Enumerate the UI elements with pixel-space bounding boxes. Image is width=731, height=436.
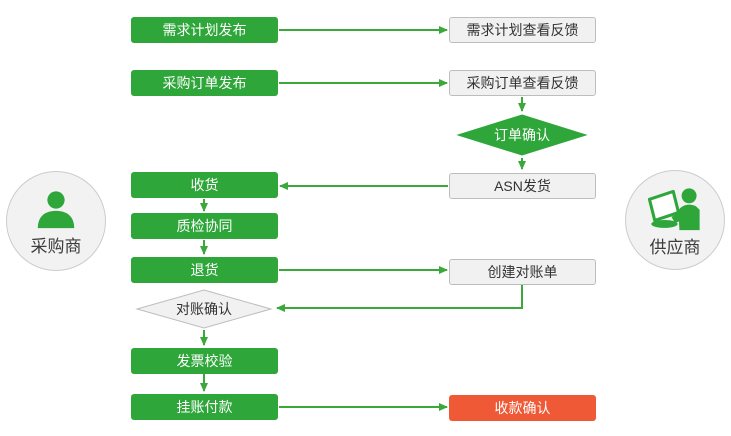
node-label: 发票校验 <box>176 353 233 369</box>
person-icon <box>33 190 79 230</box>
node-quality-inspection: 质检协同 <box>131 213 278 239</box>
node-asn-ship: ASN发货 <box>449 173 596 199</box>
node-label: 收货 <box>190 177 219 193</box>
actor-supplier-label: 供应商 <box>649 237 701 257</box>
node-label: 采购订单发布 <box>162 75 247 91</box>
node-return-goods: 退货 <box>131 257 278 283</box>
node-demand-plan-publish: 需求计划发布 <box>131 17 278 43</box>
node-label: 挂账付款 <box>176 399 233 415</box>
node-create-statement: 创建对账单 <box>449 259 596 285</box>
node-po-publish: 采购订单发布 <box>131 70 278 96</box>
node-label: 订单确认 <box>494 127 550 143</box>
node-order-confirm: 订单确认 <box>456 114 588 156</box>
actor-supplier: 供应商 <box>625 170 725 270</box>
node-invoice-verify: 发票校验 <box>131 348 278 374</box>
node-label: 需求计划查看反馈 <box>466 22 579 38</box>
node-statement-confirm: 对账确认 <box>135 289 273 329</box>
node-label: 创建对账单 <box>487 264 558 280</box>
node-label: ASN发货 <box>494 178 551 194</box>
node-label: 对账确认 <box>176 301 232 317</box>
node-label: 质检协同 <box>176 218 233 234</box>
person-laptop-icon <box>644 187 706 231</box>
node-booked-payment: 挂账付款 <box>131 394 278 420</box>
actor-buyer: 采购商 <box>6 171 106 271</box>
node-demand-plan-feedback: 需求计划查看反馈 <box>449 17 596 43</box>
arrow-create-statement-to-statement-confirm <box>276 285 523 312</box>
node-payment-confirm: 收款确认 <box>449 395 596 421</box>
node-receive-goods: 收货 <box>131 172 278 198</box>
node-label: 收款确认 <box>494 400 551 416</box>
node-label: 采购订单查看反馈 <box>466 75 579 91</box>
actor-buyer-label: 采购商 <box>30 236 82 256</box>
node-label: 需求计划发布 <box>162 22 247 38</box>
node-po-feedback: 采购订单查看反馈 <box>449 70 596 96</box>
node-label: 退货 <box>190 262 219 278</box>
